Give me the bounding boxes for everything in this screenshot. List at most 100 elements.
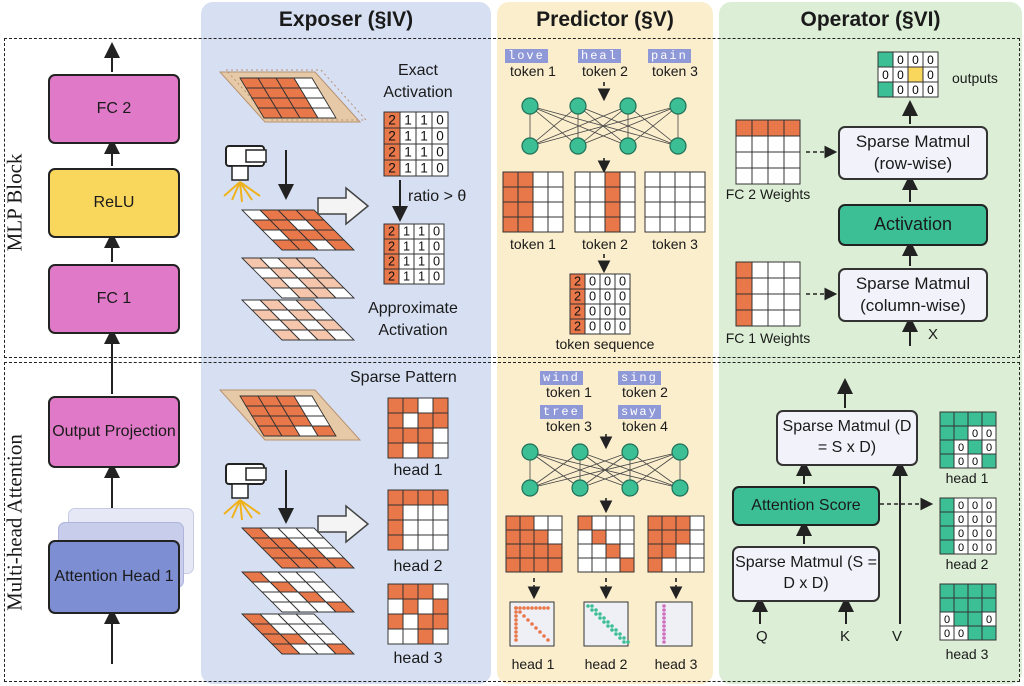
predictor-bottom-node-0 xyxy=(521,137,539,155)
predictor-head-2-pattern-dot xyxy=(586,604,590,608)
approx-activation-matrix-value: 2 xyxy=(388,239,395,254)
fc1-weights-grid-cell xyxy=(735,261,753,279)
operator-head-2-matrix-value: 0 xyxy=(972,500,978,512)
exposer-chip-grid-attn-cell xyxy=(311,425,337,437)
operator-head-1-matrix-cell xyxy=(981,453,997,469)
attn-token-word-4: sway xyxy=(618,402,661,420)
predictor-head-3-grid-cell xyxy=(661,515,677,531)
predictor-attn-edge xyxy=(529,451,681,489)
predictor-token-2-grid-cell xyxy=(619,171,636,188)
predictor-attn-edge xyxy=(579,451,681,489)
predictor-token-2-grid-cell xyxy=(589,216,606,233)
predictor-token-2-grid xyxy=(574,171,636,233)
predictor-token-3-grid-cell xyxy=(659,171,676,188)
camera-ray-3 xyxy=(239,181,253,201)
approx-activation-matrix-value: 1 xyxy=(418,254,425,269)
token-sequence-matrix-value: 0 xyxy=(619,274,626,289)
predictor-token-2-grid-cell xyxy=(574,171,591,188)
predictor-head-2-pattern-dot xyxy=(602,620,606,624)
predictor-token-1-grid-cell xyxy=(517,186,534,203)
operator-head-1-matrix-cell xyxy=(939,425,955,441)
token-sequence-matrix-value: 0 xyxy=(589,289,596,304)
predictor-head-2-grid-cell xyxy=(605,557,621,573)
predictor-token-2-grid-cell xyxy=(604,171,621,188)
exposer-head-2-pattern-cell xyxy=(387,519,404,536)
predictor-head-2-grid-cell xyxy=(591,529,607,545)
exposer-attn-snapshot-1 xyxy=(240,527,356,569)
predictor-token-2-grid-cell xyxy=(619,216,636,233)
approx-activation-matrix-value: 1 xyxy=(418,239,425,254)
predictor-head-3-pattern-frame xyxy=(655,601,693,647)
predictor-head-3-grid-cell xyxy=(675,529,691,545)
predictor-head-2-pattern-dot xyxy=(610,628,614,632)
operator-head-1-matrix-value: 0 xyxy=(958,456,964,468)
fc2-weights-grid-cell xyxy=(783,119,801,137)
predictor-head-1-pattern-dot xyxy=(538,630,542,634)
exposer-head-1-pattern-cell xyxy=(402,442,419,459)
predictor-head-2-grid-cell xyxy=(577,543,593,559)
operator-head-2-matrix-value: 0 xyxy=(972,528,978,540)
predictor-head-2-pattern-dot xyxy=(598,616,602,620)
predictor-head-2-pattern-dot xyxy=(598,612,602,616)
predictor-head-2-pattern-dot xyxy=(606,620,610,624)
predictor-output-label-2: token 2 xyxy=(582,236,628,252)
predictor-token-2-grid-cell xyxy=(604,186,621,203)
predictor-token-3-grid-cell xyxy=(674,201,691,218)
operator-head-2-label: head 2 xyxy=(945,556,989,572)
sparse-matmul-col-block: Sparse Matmul (column-wise) xyxy=(838,268,988,322)
fc2-weights-grid-cell xyxy=(783,167,801,185)
fc1-weights-label: FC 1 Weights xyxy=(725,330,811,346)
activation-block: Activation xyxy=(838,204,988,246)
exposer-big-arrow-attn xyxy=(317,504,370,544)
exposer-head-2-label: head 2 xyxy=(393,558,443,575)
operator-head-1-label: head 1 xyxy=(945,470,989,486)
predictor-head-1-pattern-dot xyxy=(522,614,526,618)
attn-token-word-3: tree xyxy=(540,402,583,420)
predictor-head-1-pattern-dot xyxy=(514,610,518,614)
predictor-head-3-pattern xyxy=(655,601,693,647)
predictor-token-label-1: token 1 xyxy=(510,63,556,79)
output-value: 0 xyxy=(927,53,934,67)
predictor-head-1-grid-cell xyxy=(519,543,535,559)
exact-activation-matrix-value: 1 xyxy=(404,112,412,127)
predictor-bottom-node-2 xyxy=(619,137,637,155)
exposer-head-1-pattern-cell xyxy=(402,397,419,414)
predictor-head-3-label: head 3 xyxy=(654,656,698,672)
predictor-head-3-pattern-dot xyxy=(662,608,666,612)
predictor-token-word-1: love xyxy=(505,46,548,64)
predictor-head-2-pattern-dot xyxy=(602,616,606,620)
predictor-head-1-pattern-dot xyxy=(514,614,518,618)
operator-head-1-matrix-cell xyxy=(953,411,969,427)
predictor-head-3-grid-cell xyxy=(647,557,663,573)
predictor-token-3-grid-cell xyxy=(659,186,676,203)
predictor-edge xyxy=(627,105,679,147)
sparse-matmul-dsd-block: Sparse Matmul (D = S x D) xyxy=(776,410,918,466)
exposer-attn-snapshot-2-cell xyxy=(324,601,356,613)
fc1-weights-grid-cell xyxy=(751,261,769,279)
predictor-token-3-grid-cell xyxy=(659,201,676,218)
fc1-weights-grid-cell xyxy=(735,277,753,295)
fc1-weights-grid-cell xyxy=(767,293,785,311)
exact-activation-matrix-value: 2 xyxy=(388,144,396,159)
exposer-head-2-pattern-cell xyxy=(417,504,434,521)
operator-title: Operator (§VI) xyxy=(800,8,941,31)
operator-head-2-matrix-value: 0 xyxy=(986,528,992,540)
predictor-token-1-grid-cell xyxy=(502,171,519,188)
predictor-token-3-grid xyxy=(644,171,706,233)
operator-head-3-matrix-cell xyxy=(953,597,969,613)
token-sequence-matrix-value: 2 xyxy=(574,274,581,289)
predictor-head-2-grid-cell xyxy=(577,515,593,531)
predictor-attn-top-node-0 xyxy=(521,443,539,461)
exact-activation-matrix-value: 1 xyxy=(420,128,428,143)
predictor-head-2-pattern-dot xyxy=(614,632,618,636)
token-sequence-matrix-value: 2 xyxy=(574,319,581,334)
operator-head-3-matrix-cell xyxy=(939,597,955,613)
exposer-head-2-pattern-cell xyxy=(432,519,449,536)
predictor-head-1-grid-cell xyxy=(505,543,521,559)
camera-ray-1 xyxy=(231,181,241,201)
exposer-head-3-pattern-cell xyxy=(387,628,404,645)
sparse-matmul-row-block: Sparse Matmul (row-wise) xyxy=(838,126,988,180)
fc1-weights-grid-cell xyxy=(735,293,753,311)
mlp-block-outline xyxy=(4,38,1020,358)
predictor-head-1-grid-cell xyxy=(505,557,521,573)
